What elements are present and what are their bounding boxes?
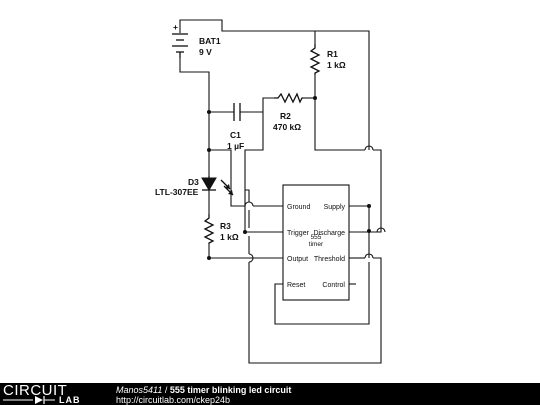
c1-value: 1 µF bbox=[227, 141, 244, 151]
battery-name: BAT1 bbox=[199, 36, 221, 46]
battery-value: 9 V bbox=[199, 47, 212, 57]
d3-value: LTL-307EE bbox=[155, 187, 199, 197]
pin-ground-label: Ground bbox=[287, 204, 310, 211]
capacitor-c1: C1 1 µF bbox=[227, 103, 244, 151]
author-link[interactable]: Manos5411 bbox=[116, 385, 163, 395]
footer-bar: CIRCUIT LAB Manos5411 / 555 timer blinki… bbox=[0, 383, 540, 405]
pin-control-label: Control bbox=[322, 282, 345, 289]
pin-threshold-label: Threshold bbox=[314, 256, 345, 263]
led-d3: D3 LTL-307EE bbox=[155, 176, 234, 197]
r3-value: 1 kΩ bbox=[220, 232, 239, 242]
r2-name: R2 bbox=[280, 111, 291, 121]
battery-polarity: + bbox=[173, 22, 178, 32]
r2-value: 470 kΩ bbox=[273, 122, 301, 132]
r3-name: R3 bbox=[220, 221, 231, 231]
r1-value: 1 kΩ bbox=[327, 60, 346, 70]
logo-text-top: CIRCUIT bbox=[3, 382, 68, 399]
logo-text-bottom: LAB bbox=[59, 395, 81, 405]
pin-supply-label: Supply bbox=[324, 204, 346, 211]
credit-separator: / bbox=[162, 385, 170, 395]
battery-bat1: + BAT1 9 V bbox=[172, 22, 221, 58]
circuit-url[interactable]: http://circuitlab.com/ckep24b bbox=[116, 395, 231, 405]
circuitlab-logo[interactable]: CIRCUIT LAB bbox=[3, 383, 95, 405]
r1-name: R1 bbox=[327, 49, 338, 59]
pin-discharge-label: Discharge bbox=[313, 230, 345, 237]
ic-name-line1: 555 bbox=[311, 234, 322, 241]
resistor-r2: R2 470 kΩ bbox=[273, 92, 303, 132]
pin-output-label: Output bbox=[287, 256, 308, 263]
resistor-r3: R3 1 kΩ bbox=[203, 214, 239, 244]
logo-circuit-icon bbox=[3, 396, 55, 404]
resistor-r1: R1 1 kΩ bbox=[309, 44, 346, 75]
junction-dots bbox=[207, 96, 371, 260]
d3-name: D3 bbox=[188, 177, 199, 187]
ic-name-line2: timer bbox=[309, 241, 324, 248]
pin-trigger-label: Trigger bbox=[287, 230, 310, 237]
circuit-title[interactable]: 555 timer blinking led circuit bbox=[169, 385, 292, 395]
credit-line: Manos5411 / 555 timer blinking led circu… bbox=[116, 385, 291, 395]
pin-reset-label: Reset bbox=[287, 282, 305, 289]
c1-name: C1 bbox=[230, 130, 241, 140]
ic-555-timer: Ground Supply Trigger Discharge Output T… bbox=[282, 184, 350, 301]
schematic-canvas: + BAT1 9 V R1 1 kΩ R2 470 kΩ C1 1 µF D3 bbox=[155, 19, 386, 364]
